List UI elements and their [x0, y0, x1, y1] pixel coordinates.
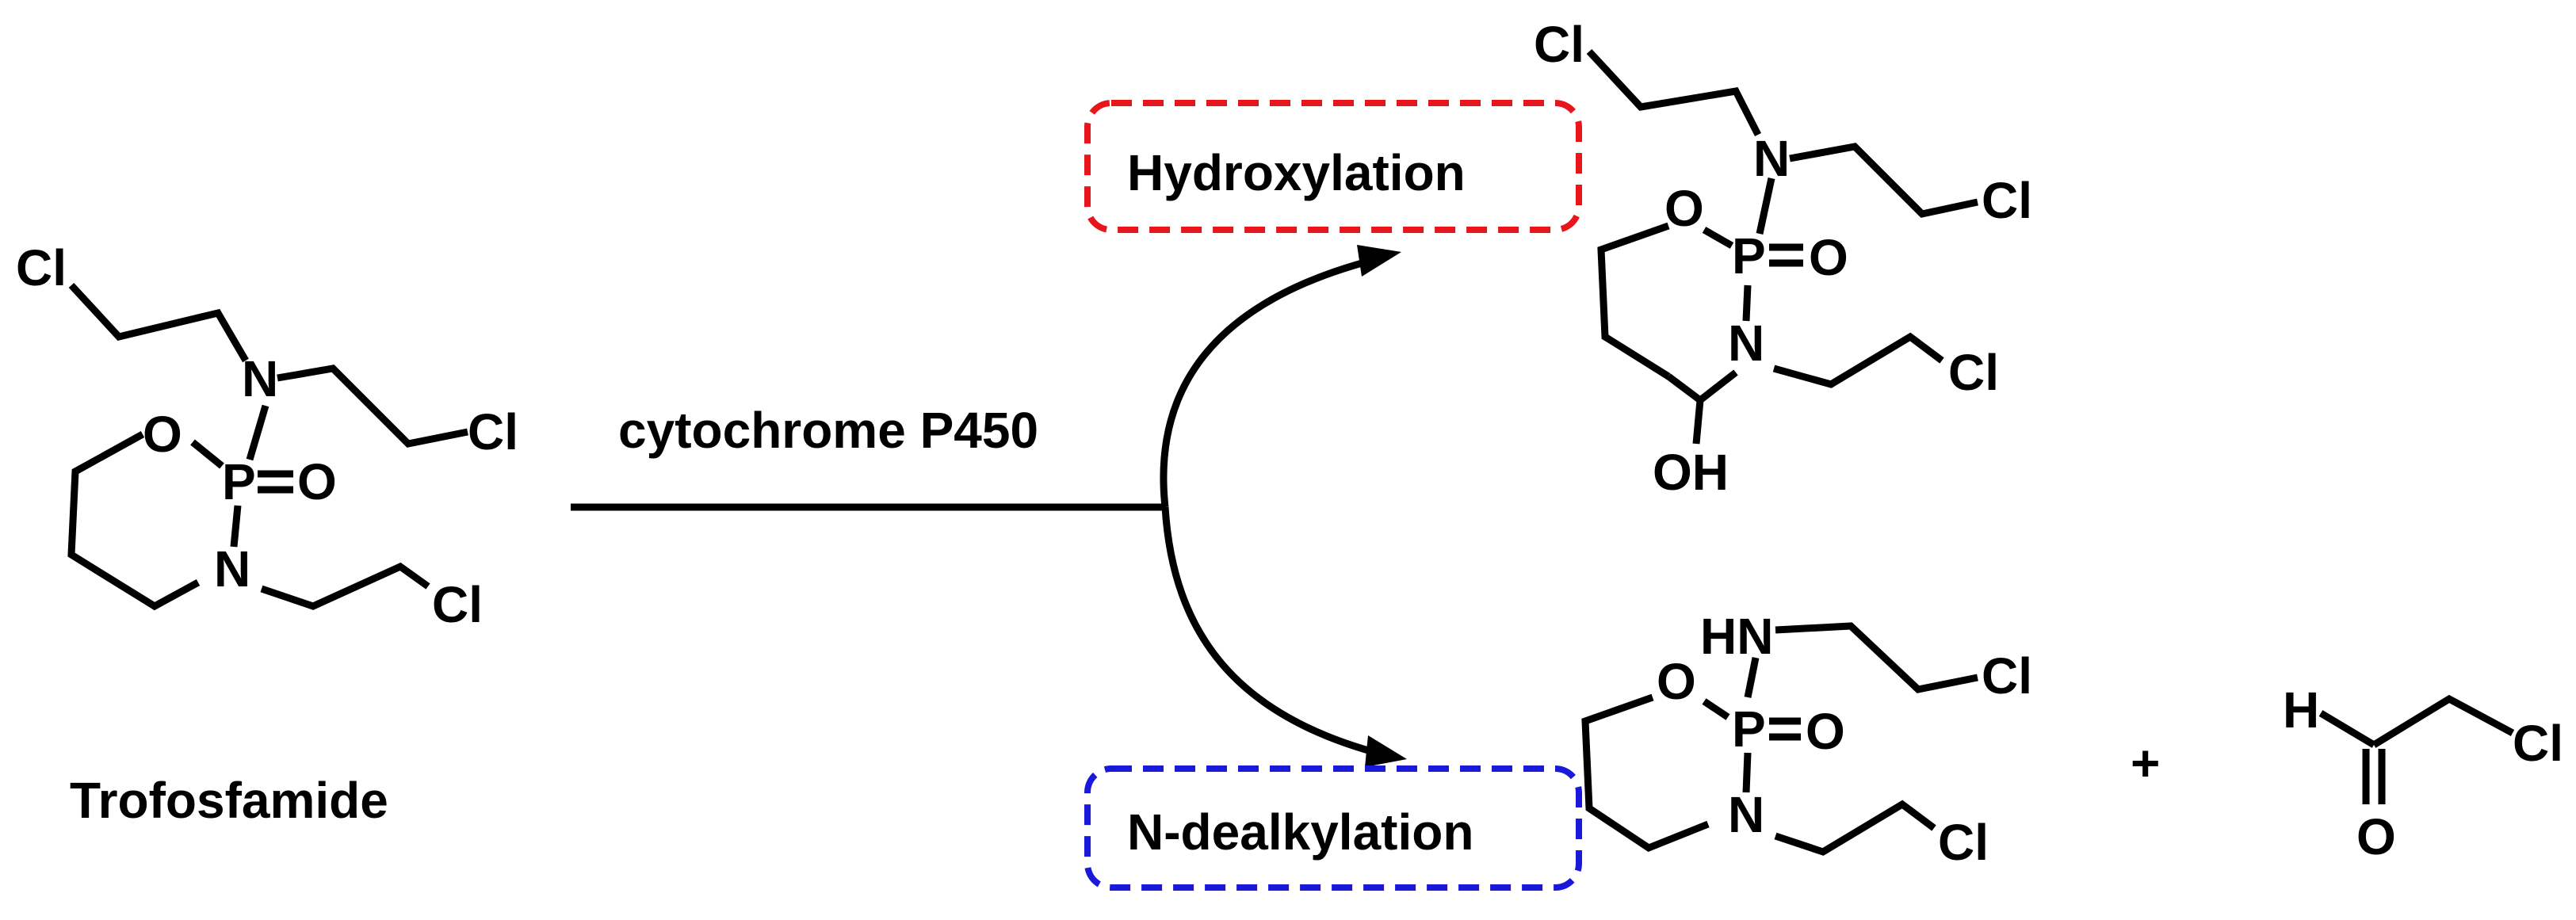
atom-n: N: [242, 350, 278, 407]
atom-cl: Cl: [1948, 344, 1999, 401]
atom-o: O: [1664, 180, 1704, 237]
dealkylation-box: [1084, 765, 1582, 891]
dealkylated-product-atom-labels: HN Cl O P O N Cl: [1657, 608, 2032, 871]
reaction-arrow: [571, 245, 1407, 767]
chloroacetaldehyde-structure: H Cl O: [2283, 681, 2563, 865]
hydroxylation-branch-arrow: [1160, 254, 1385, 508]
atom-n: N: [1753, 130, 1790, 187]
atom-cl: Cl: [432, 576, 483, 633]
dealkylation-branch-arrow: [1161, 506, 1387, 759]
chloroacetaldehyde-atom-labels: H Cl O: [2283, 681, 2563, 865]
atom-cl: Cl: [1982, 647, 2032, 704]
atom-cl: Cl: [1534, 16, 1584, 73]
hydroxylation-pathway: Hydroxylation: [1084, 100, 1582, 233]
atom-o: O: [297, 453, 337, 510]
atom-n: N: [1728, 315, 1764, 372]
hydroxylated-product-atom-labels: Cl N Cl O P O N Cl OH: [1534, 16, 2032, 501]
atom-p: P: [222, 453, 256, 510]
atom-hn: HN: [1700, 608, 1773, 665]
compound-name-label: Trofosfamide: [70, 772, 388, 829]
atom-oh: OH: [1653, 444, 1729, 501]
atom-o: O: [1806, 703, 1845, 760]
dealkylation-label: N-dealkylation: [1127, 804, 1473, 861]
hydroxylation-label: Hydroxylation: [1127, 144, 1466, 201]
trofosfamide-atom-labels: Cl N Cl O P O N Cl: [16, 239, 518, 633]
atom-o: O: [2356, 808, 2396, 865]
dealkylated-product-bonds: [1581, 622, 1978, 856]
dealkylation-pathway: N-dealkylation: [1084, 765, 1582, 891]
atom-cl: Cl: [16, 239, 67, 296]
atom-n: N: [1728, 786, 1764, 843]
atom-cl: Cl: [1982, 172, 2032, 229]
reagent-label: cytochrome P450: [618, 402, 1038, 459]
atom-cl: Cl: [1938, 814, 1989, 871]
atom-o: O: [1809, 229, 1848, 286]
atom-p: P: [1732, 227, 1766, 284]
trofosfamide-structure: Cl N Cl O P O N Cl Trofosfamide: [16, 239, 518, 829]
arrowhead: [1365, 735, 1407, 767]
hydroxylated-product-bonds: [1586, 48, 1978, 445]
trofosfamide-bonds: [67, 282, 468, 611]
chloroacetaldehyde-bonds: [2318, 694, 2515, 804]
atom-cl: Cl: [2513, 715, 2563, 772]
dealkylated-product-structure: HN Cl O P O N Cl: [1581, 608, 2032, 871]
plus-sign: +: [2131, 735, 2160, 792]
atom-o: O: [1657, 653, 1696, 710]
atom-h: H: [2283, 681, 2319, 739]
arrowhead: [1357, 245, 1401, 277]
atom-n: N: [214, 540, 250, 597]
atom-o: O: [143, 406, 182, 463]
hydroxylated-product-structure: Cl N Cl O P O N Cl OH: [1534, 16, 2032, 501]
atom-cl: Cl: [468, 403, 518, 460]
atom-p: P: [1732, 700, 1766, 758]
hydroxylation-box: [1084, 100, 1582, 233]
